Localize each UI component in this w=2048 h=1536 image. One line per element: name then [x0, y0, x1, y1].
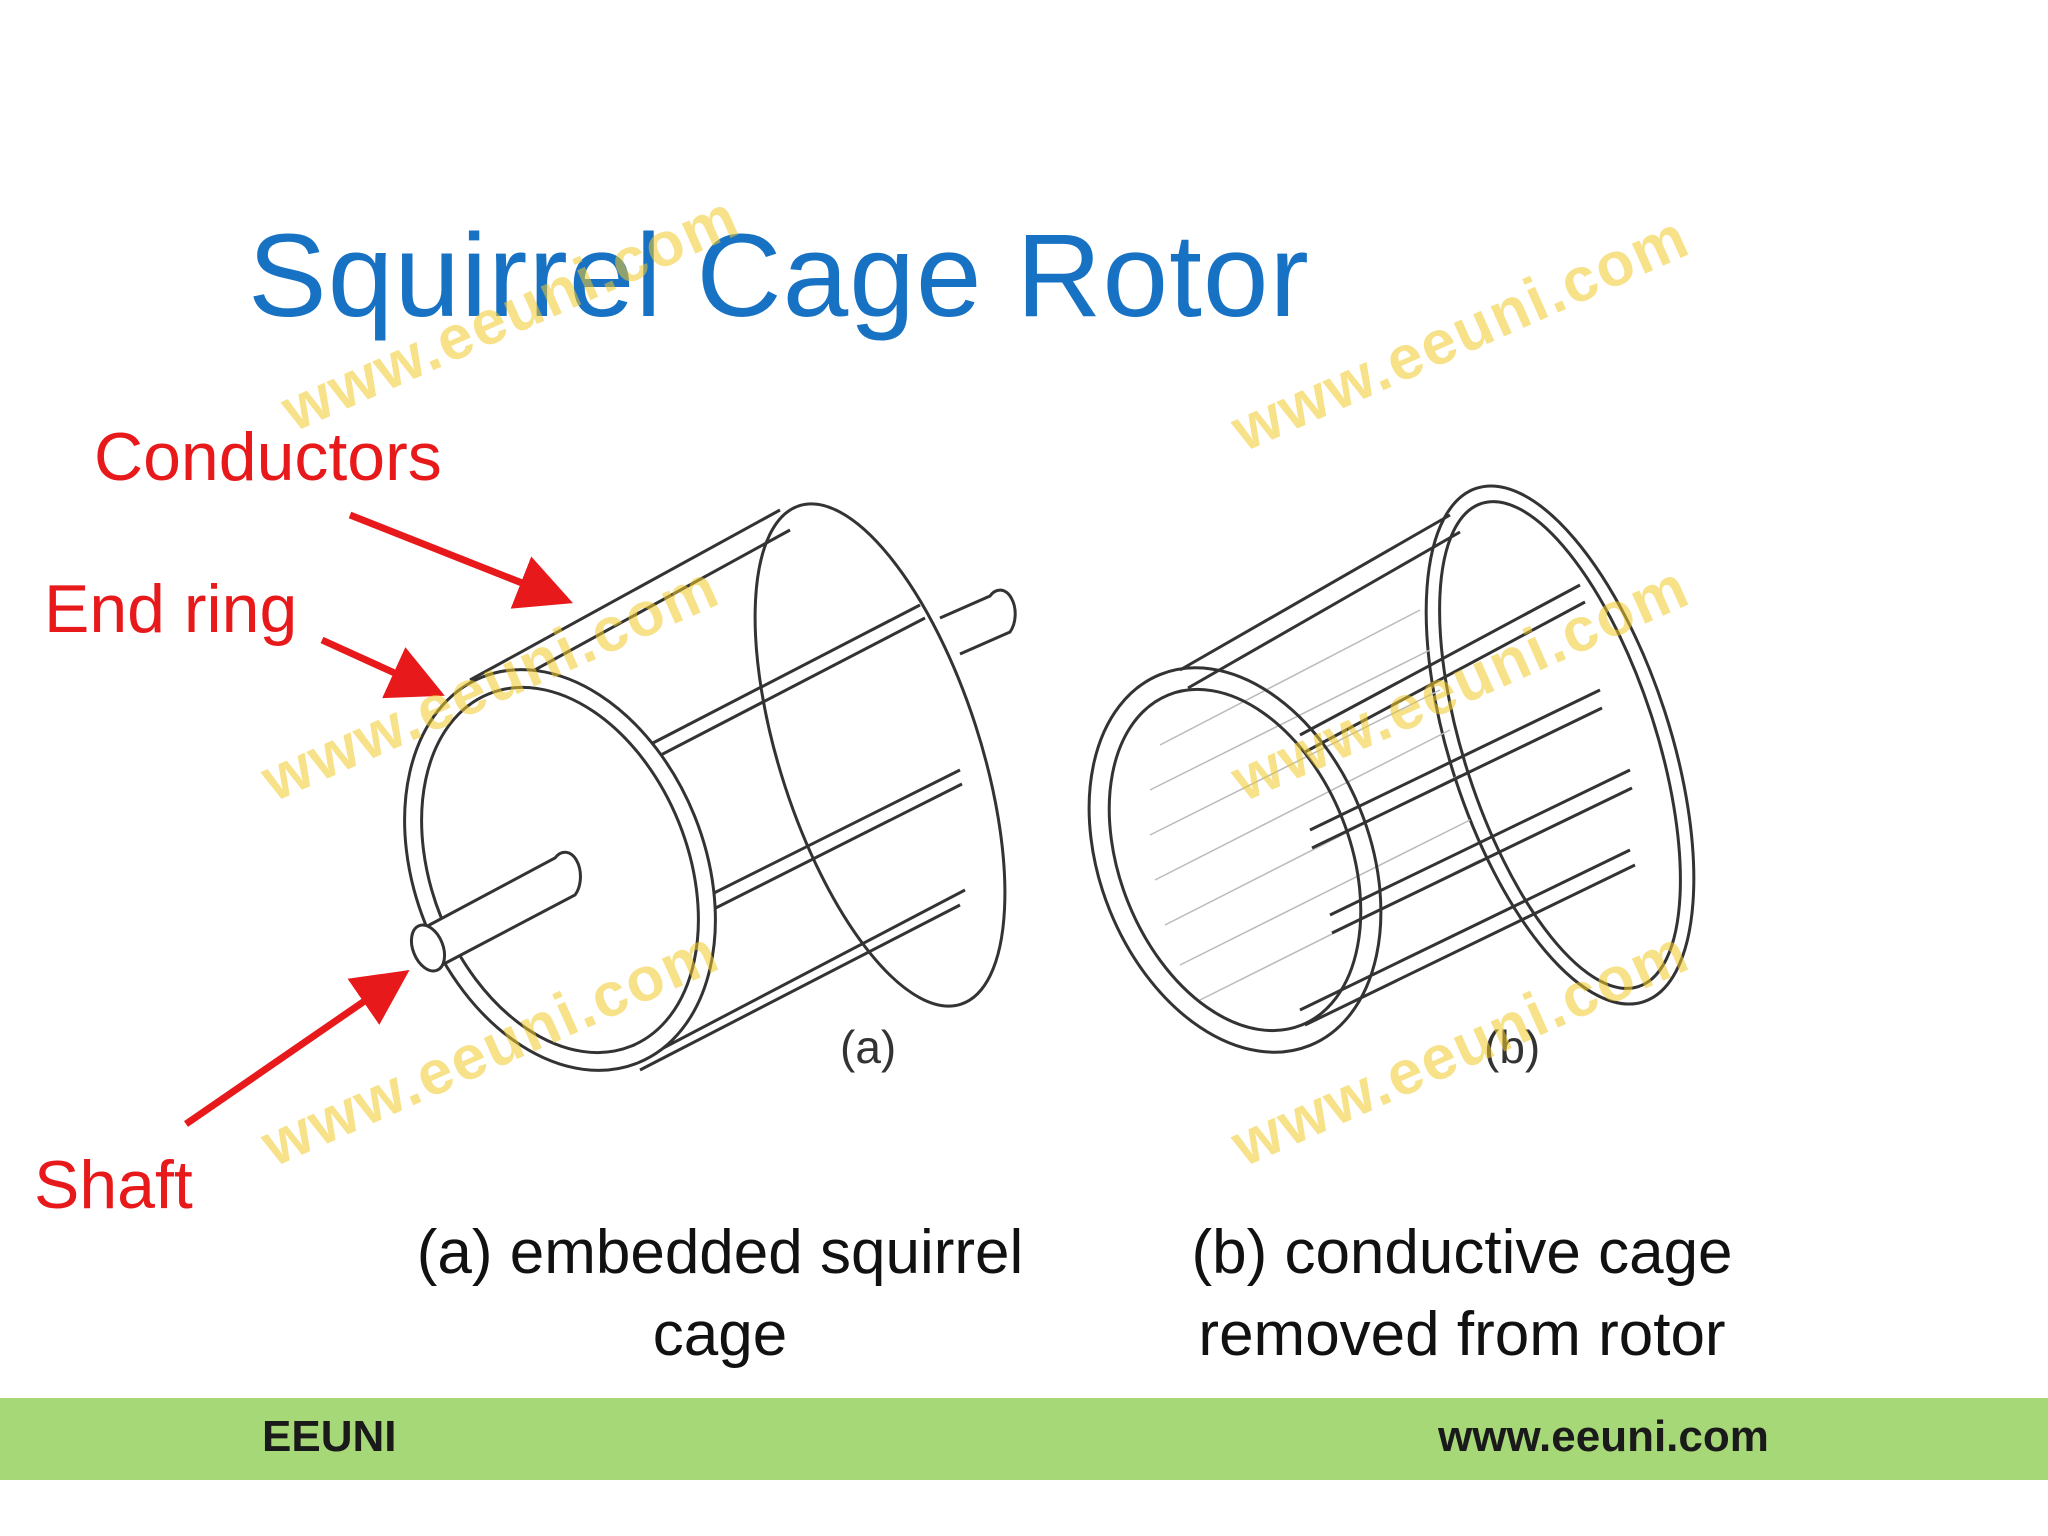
conductors-arrow [348, 511, 574, 609]
conductor-bar [627, 616, 926, 774]
rotor-a-shaft-tip [409, 923, 447, 973]
cage-b-back-ring-inner [1438, 500, 1682, 990]
cage-bar [1179, 513, 1451, 672]
cage-bar [1304, 600, 1586, 754]
rotor-a-back-shaft [939, 588, 1017, 656]
cage-bar [1329, 768, 1631, 917]
cage-bar [1299, 848, 1631, 1012]
shaft-label: Shaft [34, 1147, 193, 1223]
rotor-a-back-end [753, 502, 1007, 1008]
figure-b-caption-line1: (b) conductive cage [1191, 1218, 1733, 1287]
shaft-arrow [184, 970, 410, 1127]
figure-a-caption-line1: (a) embedded squirrel [416, 1218, 1024, 1287]
figure-b-caption-line2: removed from rotor [1198, 1300, 1726, 1369]
cage-b [1087, 484, 1696, 1054]
end-ring-label: End ring [44, 571, 298, 647]
cage-bar [1299, 583, 1581, 737]
conductors-label: Conductors [94, 419, 442, 495]
figure-b-caption: (b) conductive cage removed from rotor [1112, 1212, 1812, 1376]
footer-url: www.eeuni.com [1438, 1412, 1769, 1461]
footer-brand: EEUNI [262, 1412, 397, 1461]
footer-bar [0, 1398, 2048, 1480]
rotor-a-front-shaft [419, 850, 582, 968]
figure-a-caption-line2: cage [652, 1300, 788, 1369]
figure-b-tag: (b) [1484, 1021, 1541, 1073]
rotor-a [403, 502, 1017, 1072]
cage-b-front-ring-outer [1087, 666, 1383, 1054]
figure-a-caption: (a) embedded squirrel cage [370, 1212, 1070, 1376]
end-ring-arrow [320, 636, 445, 699]
cage-b-front-ring-inner [1107, 687, 1363, 1033]
figure-a-tag: (a) [840, 1021, 897, 1073]
slide-title: Squirrel Cage Rotor [248, 210, 1310, 342]
cage-bar [1187, 530, 1461, 690]
conductor-bar [619, 603, 921, 762]
cage-bar [1311, 706, 1603, 850]
